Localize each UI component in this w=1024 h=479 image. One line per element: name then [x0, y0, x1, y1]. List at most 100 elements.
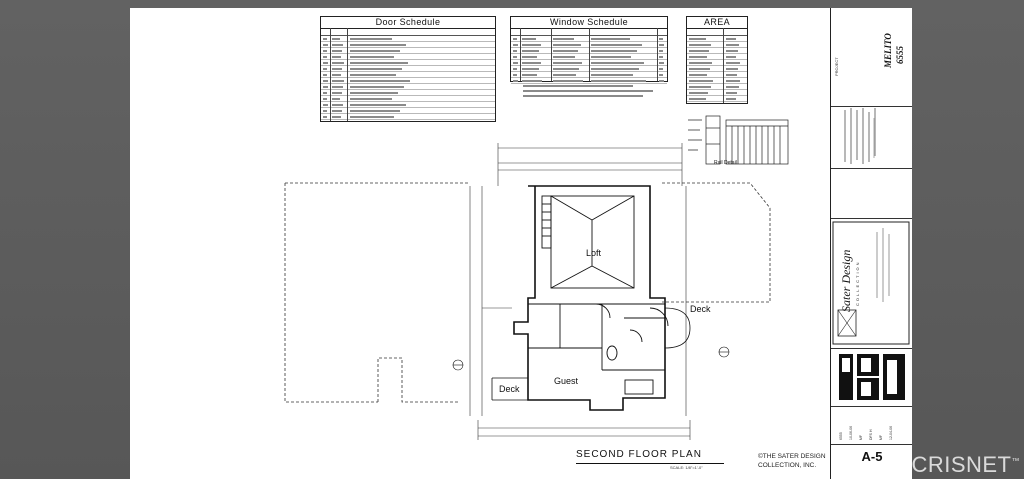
- illegible-text: [659, 37, 663, 40]
- illegible-text: [659, 55, 663, 58]
- illegible-text: [332, 73, 342, 76]
- illegible-text: [332, 37, 341, 40]
- illegible-text: [350, 79, 410, 82]
- illegible-text: [591, 67, 639, 70]
- schedule-row: [321, 90, 495, 96]
- illegible-text: [689, 73, 708, 76]
- schedule-row: [687, 60, 747, 66]
- illegible-text: [726, 79, 740, 82]
- logo-cell: [831, 348, 912, 407]
- brand-cell: Sater Design COLLECTION: [831, 218, 912, 349]
- illegible-text: [323, 79, 328, 82]
- door-schedule-header: [321, 29, 495, 36]
- illegible-text: [553, 43, 581, 46]
- schedule-row: [511, 78, 667, 84]
- notes-text-block: [844, 108, 876, 164]
- schedule-row: [687, 66, 747, 72]
- room-label-guest: Guest: [554, 376, 579, 386]
- blank-cell: [831, 168, 912, 219]
- schedule-row: [321, 78, 495, 84]
- schedule-row: [321, 48, 495, 54]
- illegible-text: [332, 103, 344, 106]
- project-label: PROJECT: [834, 57, 839, 76]
- schedule-row: [687, 36, 747, 42]
- column-divider: [723, 28, 724, 103]
- illegible-text: [726, 55, 737, 58]
- column-divider: [657, 28, 658, 81]
- rail-detail-label: Rail Detail: [714, 160, 737, 166]
- deck-outlines: [491, 307, 691, 401]
- illegible-text: [513, 43, 518, 46]
- sheet-info-value: 12-04-06: [889, 425, 893, 440]
- door-schedule-title: Door Schedule: [321, 17, 495, 29]
- illegible-text: [726, 67, 739, 70]
- illegible-text: [350, 97, 392, 100]
- illegible-text: [332, 85, 343, 88]
- sheet-info-value: MF: [879, 434, 883, 440]
- illegible-text: [323, 49, 328, 52]
- illegible-text: [350, 55, 394, 58]
- crisnet-watermark: CRISNET™: [911, 452, 1020, 478]
- plan-title: SECOND FLOOR PLAN: [576, 449, 702, 460]
- illegible-text: [323, 67, 328, 70]
- illegible-text: [350, 103, 406, 106]
- illegible-text: [350, 61, 408, 64]
- illegible-text: [513, 49, 518, 52]
- illegible-text: [323, 115, 327, 118]
- illegible-text: [553, 79, 583, 82]
- illegible-text: [726, 97, 736, 100]
- illegible-text: [689, 97, 706, 100]
- illegible-text: [332, 109, 342, 112]
- window-schedule-note: [523, 95, 643, 97]
- plan-title-underline: [576, 463, 724, 464]
- illegible-text: [332, 49, 342, 52]
- illegible-text: [350, 73, 396, 76]
- room-label-loft: Loft: [586, 248, 602, 258]
- illegible-text: [350, 37, 392, 40]
- blueprint-sheet: Door Schedule Window Schedule AREA: [130, 8, 912, 479]
- illegible-text: [726, 61, 740, 64]
- door-schedule-rows: [321, 36, 495, 120]
- illegible-text: [553, 49, 578, 52]
- schedule-row: [687, 48, 747, 54]
- schedule-row: [321, 42, 495, 48]
- illegible-text: [726, 91, 738, 94]
- project-name: MELITO: [883, 33, 893, 68]
- illegible-text: [726, 49, 738, 52]
- illegible-text: [689, 43, 712, 46]
- room-label-deck-right: Deck: [690, 304, 711, 314]
- schedule-row: [687, 54, 747, 60]
- dimension-lines: [469, 143, 691, 440]
- illegible-text: [323, 85, 328, 88]
- schedule-row: [321, 36, 495, 42]
- schedule-row: [321, 114, 495, 120]
- illegible-text: [726, 43, 740, 46]
- area-table-rows: [687, 36, 747, 102]
- sheet-info-cell: 6555 10-06-06 MF DFS H MF 12-04-06: [831, 406, 912, 445]
- floor-plan-drawing: [284, 115, 875, 440]
- illegible-text: [659, 73, 663, 76]
- illegible-text: [689, 91, 709, 94]
- column-divider: [551, 28, 552, 81]
- window-schedule-note: [523, 90, 653, 92]
- area-table-header: [687, 29, 747, 36]
- window-schedule-table: Window Schedule: [510, 16, 668, 84]
- schedule-row: [321, 84, 495, 90]
- illegible-text: [513, 67, 518, 70]
- brand-frame: [832, 221, 910, 345]
- illegible-text: [591, 49, 637, 52]
- illegible-text: [726, 73, 737, 76]
- sater-design-logo: Sater Design: [839, 249, 853, 312]
- illegible-text: [323, 91, 327, 94]
- illegible-text: [591, 79, 646, 82]
- illegible-text: [513, 61, 518, 64]
- illegible-text: [350, 109, 400, 112]
- copyright-notice: ©THE SATER DESIGN COLLECTION, INC.: [758, 452, 838, 470]
- copyright-line: COLLECTION, INC.: [758, 462, 817, 469]
- seal-icon: [837, 309, 857, 337]
- abd-logo: [839, 354, 905, 400]
- schedule-row: [687, 78, 747, 84]
- illegible-text: [332, 67, 343, 70]
- illegible-text: [522, 37, 536, 40]
